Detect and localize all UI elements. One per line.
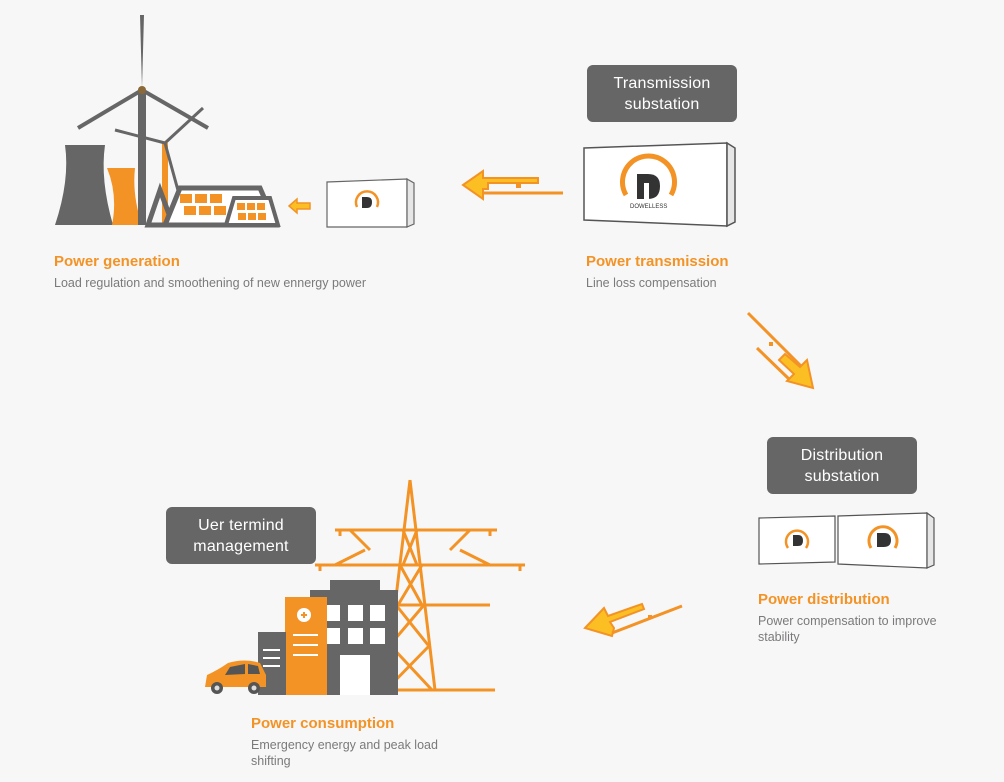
svg-text:DOWELLESS: DOWELLESS <box>630 204 667 210</box>
wind-turbine-icon <box>76 15 209 225</box>
transmission-label-line1: Transmission <box>613 74 711 92</box>
distribution-substation-label: Distribution substation <box>767 437 917 494</box>
hospital-icon <box>285 597 327 695</box>
flow-arrow-icon <box>583 602 683 638</box>
solar-panel-icon <box>144 182 281 228</box>
user-terminal-label-line1: Uer termind <box>198 516 284 534</box>
distribution-label-line1: Distribution <box>800 446 884 464</box>
generation-title: Power generation <box>54 253 180 270</box>
distribution-description: Power compensation to improve stability <box>758 613 937 645</box>
consumption-title: Power consumption <box>251 715 395 732</box>
logo-icon <box>354 190 380 208</box>
consumption-description: Emergency energy and peak load shifting <box>251 737 438 769</box>
user-terminal-label-line2: management <box>193 537 289 555</box>
electric-car-icon <box>205 660 266 694</box>
transmission-title: Power transmission <box>586 253 729 270</box>
generation-description: Load regulation and smoothening of new e… <box>54 276 367 290</box>
battery-cabinet-icon <box>326 177 415 228</box>
flow-arrow-icon <box>746 311 815 390</box>
transmission-label-line2: substation <box>624 95 700 113</box>
consumption-description-line2: shifting <box>251 754 291 768</box>
power-generation-illustration <box>55 15 281 228</box>
user-terminal-label: Uer termind management <box>166 507 316 564</box>
distribution-label-line2: substation <box>804 467 880 485</box>
transmission-substation-label: Transmission substation <box>587 65 737 122</box>
battery-cabinet-icon: DOWELLESS <box>583 141 736 228</box>
flow-arrow-icon <box>287 197 311 215</box>
transmission-description: Line loss compensation <box>586 276 717 290</box>
distribution-description-line1: Power compensation to improve <box>758 614 937 628</box>
distribution-title: Power distribution <box>758 591 890 608</box>
battery-cabinet-pair-icon <box>758 511 935 569</box>
power-consumption-illustration <box>205 479 525 695</box>
distribution-description-line2: stability <box>758 630 800 644</box>
transmission-tower-icon <box>315 479 525 692</box>
logo-icon: DOWELLESS <box>620 153 677 210</box>
logo-icon <box>867 525 899 549</box>
cooling-tower-orange-icon <box>107 168 142 225</box>
cooling-tower-icon <box>55 145 113 225</box>
flow-arrow-icon <box>461 169 563 201</box>
consumption-description-line1: Emergency energy and peak load <box>251 738 438 752</box>
logo-icon <box>784 529 810 549</box>
